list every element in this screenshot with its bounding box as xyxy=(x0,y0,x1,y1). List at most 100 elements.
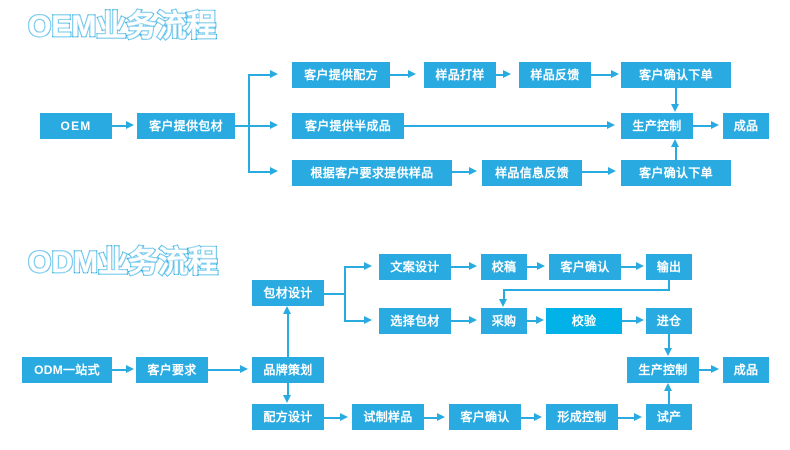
connector-line xyxy=(503,289,505,300)
connector-line xyxy=(451,266,471,268)
node-oem-provide-formula[interactable]: 客户提供配方 xyxy=(292,62,390,88)
arrow-right-icon xyxy=(469,316,477,324)
arrow-down-icon xyxy=(664,348,672,356)
node-odm-brand-planning[interactable]: 品牌策划 xyxy=(252,357,324,383)
arrow-down-icon xyxy=(671,104,679,112)
node-oem-finished-product[interactable]: 成品 xyxy=(723,113,769,139)
arrow-right-icon xyxy=(270,121,278,129)
arrow-right-icon xyxy=(607,121,615,129)
node-odm-formula-design[interactable]: 配方设计 xyxy=(252,404,324,430)
node-odm-production-control[interactable]: 生产控制 xyxy=(627,357,699,383)
node-odm-purchasing[interactable]: 采购 xyxy=(481,308,527,334)
node-odm-customer-requirements[interactable]: 客户要求 xyxy=(136,357,208,383)
connector-line xyxy=(618,417,636,419)
node-odm-finished-product[interactable]: 成品 xyxy=(723,357,769,383)
odm-section-title: ODM业务流程 xyxy=(27,246,219,279)
node-odm-copywriting-design[interactable]: 文案设计 xyxy=(379,254,451,280)
connector-line xyxy=(112,369,128,371)
connector-line xyxy=(675,147,677,160)
connector-line xyxy=(668,280,670,290)
connector-line xyxy=(503,289,670,291)
connector-line xyxy=(424,417,439,419)
node-oem-sample-info-feedback[interactable]: 样品信息反馈 xyxy=(482,160,582,186)
connector-line xyxy=(324,417,342,419)
node-odm-packaging-design[interactable]: 包材设计 xyxy=(252,280,324,306)
arrow-right-icon xyxy=(469,262,477,270)
arrow-right-icon xyxy=(270,70,278,78)
arrow-down-icon xyxy=(499,299,507,307)
arrow-right-icon xyxy=(536,316,544,324)
arrow-down-icon xyxy=(283,395,291,403)
arrow-right-icon xyxy=(126,365,134,373)
arrow-right-icon xyxy=(503,70,511,78)
connector-line xyxy=(344,266,346,321)
node-oem-customer-confirm-order-top[interactable]: 客户确认下单 xyxy=(621,62,731,88)
arrow-right-icon xyxy=(240,365,248,373)
arrow-right-icon xyxy=(364,262,372,270)
connector-line xyxy=(621,266,638,268)
connector-line xyxy=(668,390,670,404)
arrow-right-icon xyxy=(711,365,719,373)
node-oem-production-control[interactable]: 生产控制 xyxy=(621,113,693,139)
arrow-right-icon xyxy=(611,70,619,78)
arrow-right-icon xyxy=(340,413,348,421)
connector-line xyxy=(248,74,272,76)
node-odm-start[interactable]: ODM一站式 xyxy=(22,357,112,383)
connector-line xyxy=(344,266,366,268)
arrow-right-icon xyxy=(534,413,542,421)
connector-line xyxy=(693,125,713,127)
connector-line xyxy=(582,171,610,173)
connector-line xyxy=(344,320,366,322)
arrow-right-icon xyxy=(634,413,642,421)
node-odm-form-control[interactable]: 形成控制 xyxy=(546,404,618,430)
oem-section-title: OEM业务流程 xyxy=(27,10,218,43)
arrow-right-icon xyxy=(364,316,372,324)
node-oem-provide-semifinished[interactable]: 客户提供半成品 xyxy=(292,113,404,139)
node-odm-proofreading[interactable]: 校稿 xyxy=(481,254,527,280)
arrow-right-icon xyxy=(636,316,644,324)
connector-line xyxy=(248,171,272,173)
node-odm-verification[interactable]: 校验 xyxy=(546,308,622,334)
connector-line xyxy=(675,88,677,105)
connector-line xyxy=(452,171,471,173)
arrow-right-icon xyxy=(711,121,719,129)
connector-line xyxy=(496,74,505,76)
node-oem-customer-confirm-order-bottom[interactable]: 客户确认下单 xyxy=(621,160,731,186)
node-odm-select-packaging[interactable]: 选择包材 xyxy=(379,308,451,334)
connector-line xyxy=(668,334,670,349)
node-oem-sample-proofing[interactable]: 样品打样 xyxy=(424,62,496,88)
node-odm-customer-confirm-bottom[interactable]: 客户确认 xyxy=(449,404,521,430)
connector-line xyxy=(451,320,471,322)
arrow-up-icon xyxy=(671,139,679,147)
node-odm-customer-confirm-top[interactable]: 客户确认 xyxy=(549,254,621,280)
arrow-right-icon xyxy=(608,167,616,175)
node-oem-sample-per-request[interactable]: 根据客户要求提供样品 xyxy=(292,160,452,186)
node-oem-sample-feedback[interactable]: 样品反馈 xyxy=(519,62,591,88)
arrow-right-icon xyxy=(408,70,416,78)
connector-line xyxy=(527,320,538,322)
arrow-up-icon xyxy=(664,383,672,391)
connector-line xyxy=(112,125,128,127)
arrow-right-icon xyxy=(469,167,477,175)
connector-line xyxy=(404,125,609,127)
node-odm-trial-production[interactable]: 试产 xyxy=(646,404,692,430)
node-odm-trial-sample[interactable]: 试制样品 xyxy=(352,404,424,430)
connector-line xyxy=(208,369,242,371)
connector-line xyxy=(287,383,289,396)
node-odm-output[interactable]: 输出 xyxy=(646,254,692,280)
arrow-up-icon xyxy=(283,306,291,314)
connector-line xyxy=(699,369,713,371)
connector-line xyxy=(527,266,541,268)
connector-line xyxy=(591,74,613,76)
node-oem-provide-packaging[interactable]: 客户提供包材 xyxy=(137,113,235,139)
arrow-right-icon xyxy=(270,167,278,175)
connector-line xyxy=(622,320,638,322)
node-odm-warehousing[interactable]: 进仓 xyxy=(646,308,692,334)
node-oem-start[interactable]: OEM xyxy=(40,113,112,139)
connector-line xyxy=(287,314,289,357)
arrow-right-icon xyxy=(126,121,134,129)
arrow-right-icon xyxy=(636,262,644,270)
arrow-right-icon xyxy=(437,413,445,421)
connector-line xyxy=(248,125,272,127)
